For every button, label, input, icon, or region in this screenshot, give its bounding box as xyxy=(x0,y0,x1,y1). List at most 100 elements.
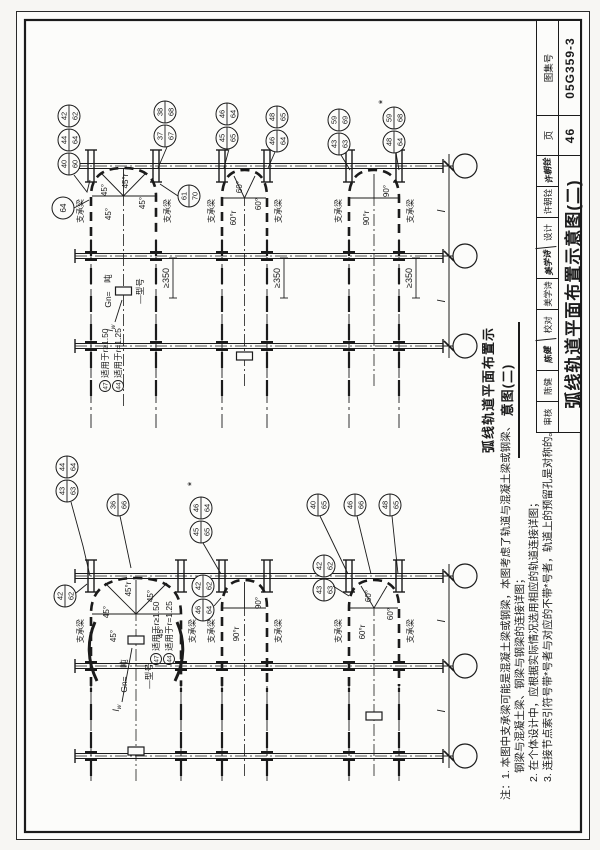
bubble-detail-number: 61 xyxy=(180,192,189,200)
note-line: 注：1. 本图中支承梁可能是混凝土梁或钢梁，本图考虑了轨道与混凝土梁或钢梁、 xyxy=(500,420,512,800)
bubble-page-number: 68 xyxy=(167,108,176,116)
fit-condition-text: 适用于r≥1.50 xyxy=(151,601,161,651)
bubble-page-number: 64 xyxy=(203,504,212,512)
trolley-symbol xyxy=(127,746,145,756)
angle-label: 45° xyxy=(156,626,165,638)
support-beam-label: 支承梁 xyxy=(273,199,283,223)
fan-ray xyxy=(123,172,147,197)
page-number-cell: 页 46 xyxy=(537,115,580,155)
bubble-detail-number: 59 xyxy=(385,114,394,122)
bubble-detail-number: 48 xyxy=(268,113,277,121)
atlas-number: 05G359-3 xyxy=(562,37,577,99)
grid-bubble xyxy=(452,653,478,679)
support-beam-label: 支承梁 xyxy=(405,199,415,223)
bubble-detail-number: 48 xyxy=(385,138,394,146)
bubble-detail-number: 44 xyxy=(60,136,69,144)
support-beam-label: 支承梁 xyxy=(405,619,415,643)
fit-ref-bubble xyxy=(163,653,175,665)
leader-line xyxy=(223,148,230,169)
grid-bubble xyxy=(452,153,478,179)
grid-bubble xyxy=(452,333,478,359)
fit-condition-text: 适用于r≥1.50 xyxy=(100,328,110,378)
bubble-page-number: 65 xyxy=(229,134,238,142)
support-beam-label: 支承梁 xyxy=(273,619,283,643)
leader-line xyxy=(213,597,222,607)
trolley-model-label: —型号 xyxy=(144,663,154,689)
fan-ray xyxy=(233,175,245,199)
bubble-detail-number: 44 xyxy=(58,463,67,471)
bubble-page-number: 67 xyxy=(167,132,176,140)
angle-label: 45° xyxy=(100,184,109,196)
role-label-sheji: 设计 xyxy=(537,216,558,248)
bubble-detail-number: 46 xyxy=(346,501,355,509)
trolley-symbol xyxy=(235,351,254,361)
bubble-page-number: 64 xyxy=(69,463,78,471)
leader-line xyxy=(202,542,222,575)
bubble-detail-number: 45 xyxy=(192,528,201,536)
fit-ref-number: 47 xyxy=(103,382,110,390)
bubble-page-number: 65 xyxy=(279,113,288,121)
title-block-roles-row: 审核 陈健 陈健 校对 美学诗 美学诗 设计 许朝铨 许朝铨 xyxy=(535,156,560,432)
grid-bubble xyxy=(452,563,478,589)
angle-label: 60° xyxy=(364,590,373,602)
angle-label: 60°r xyxy=(358,624,367,639)
leader-line xyxy=(391,515,399,575)
angle-label: 90° xyxy=(382,185,391,197)
bubble-detail-number: 46 xyxy=(194,606,203,614)
bubble-page-number: 62 xyxy=(326,562,335,570)
fan-ray xyxy=(360,585,375,609)
bubble-page-number: 68 xyxy=(396,114,405,122)
angle-label: 45° xyxy=(104,208,113,220)
leader-line xyxy=(395,152,400,171)
bubble-page-number: 63 xyxy=(326,586,335,594)
curved-track xyxy=(220,168,269,236)
drawing-canvas: llll45°45°45°r45°60°r60°60°90°r90°45°45°… xyxy=(23,18,583,834)
note-line: 2. 在个体设计中，应根据实际情况选用相应的轨道连接详图； xyxy=(528,497,540,782)
bubble-page-number: 64 xyxy=(396,138,405,146)
bubble-detail-number: 42 xyxy=(56,592,65,600)
bubble-detail-number: 36 xyxy=(109,501,118,509)
leader-line xyxy=(332,585,350,597)
fit-condition-text: 适用于r=1.25 xyxy=(164,601,174,651)
bubble-detail-number: 43 xyxy=(315,586,324,594)
angle-label: 60° xyxy=(235,181,244,193)
support-beam-label: 支承梁 xyxy=(206,619,216,643)
bubble-detail-number: 45 xyxy=(218,134,227,142)
bubble-page-number: 64 xyxy=(205,606,214,614)
role-signature-jiaodui: 美学诗 xyxy=(535,246,560,280)
fan-ray xyxy=(135,582,168,615)
grid-bubble xyxy=(452,243,478,269)
fit-ref-number: 44 xyxy=(116,382,123,390)
note-line: 钢梁与混凝土梁、钢梁与钢梁的连接详图； xyxy=(514,573,526,774)
bubble-detail-number: 38 xyxy=(156,108,165,116)
span-dim-label: l xyxy=(436,619,448,622)
page-label: 页 xyxy=(537,116,559,155)
role-name-jiaodui: 美学诗 xyxy=(537,278,558,309)
fit-ref-number: 44 xyxy=(167,655,174,663)
bubble-page-number: 65 xyxy=(320,501,329,509)
angle-label: 45°r xyxy=(121,173,130,188)
title-block: 审核 陈健 陈健 校对 美学诗 美学诗 设计 许朝铨 许朝铨 弧线轨道平面布置示… xyxy=(535,20,583,433)
atlas-number-cell: 图集号 05G359-3 xyxy=(537,21,580,115)
sheet-inner-frame xyxy=(23,18,583,834)
fit-ref-bubble xyxy=(112,380,124,392)
fan-ray xyxy=(100,172,124,197)
angle-label: 90° xyxy=(254,597,263,609)
fan-ray xyxy=(373,585,388,609)
angle-label: 45° xyxy=(146,590,155,602)
support-beam-label: 支承梁 xyxy=(187,619,197,643)
role-name-sheji: 许朝铨 xyxy=(537,185,558,217)
bubble-detail-number: 46 xyxy=(218,110,227,118)
asterisk-mark: * xyxy=(377,99,389,104)
bubble-page-number: 63 xyxy=(69,487,78,495)
fit-ref-bubble xyxy=(150,653,162,665)
bubble-page-number: 62 xyxy=(205,582,214,590)
title-block-left: 审核 陈健 陈健 校对 美学诗 美学诗 设计 许朝铨 许朝铨 弧线轨道平面布置示… xyxy=(535,155,583,432)
bubble-page-number: 62 xyxy=(71,112,80,120)
min-350-dim-label: ≥350 xyxy=(161,268,171,288)
trolley-capacity-label: Gn= 吨 xyxy=(119,659,129,693)
support-beam-label: 支承梁 xyxy=(75,619,85,643)
support-beam-label: 支承梁 xyxy=(162,199,172,223)
lw-label: lw xyxy=(105,323,117,331)
